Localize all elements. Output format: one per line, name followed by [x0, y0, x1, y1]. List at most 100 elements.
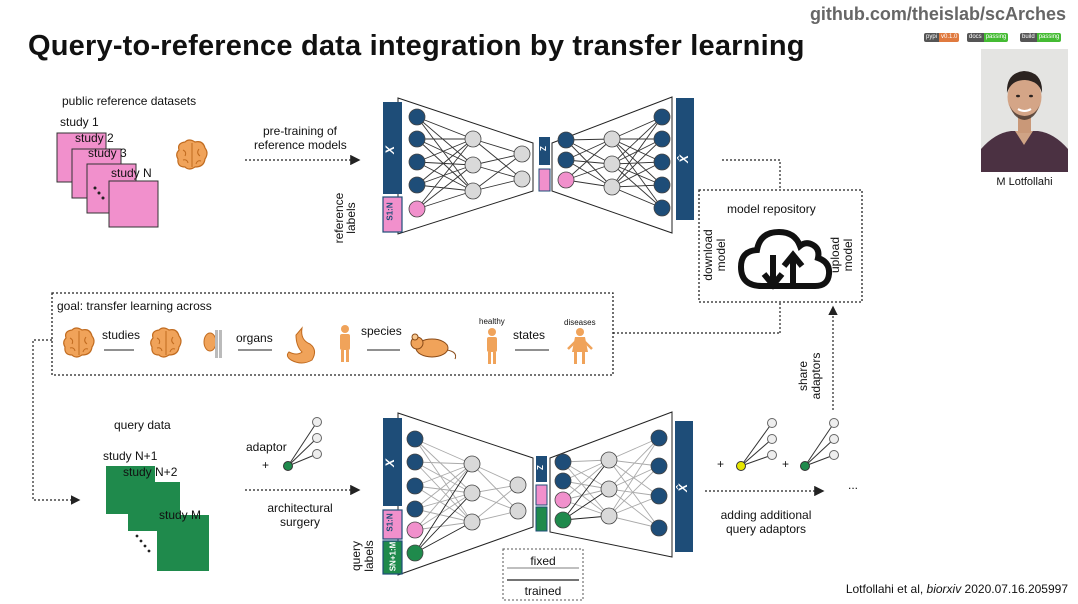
citation: Lotfollahi et al, biorxiv 2020.07.16.205…	[846, 582, 1068, 596]
upload-model-label: upload model	[828, 220, 855, 290]
network-edge	[416, 161, 474, 192]
network-node	[406, 477, 424, 495]
network-edge	[611, 161, 663, 188]
adaptor-yellow-icon	[736, 418, 777, 471]
network-node	[406, 544, 424, 562]
brain-icon	[176, 139, 208, 170]
legend-fixed: fixed	[530, 554, 556, 568]
human-icon	[340, 325, 350, 362]
brain-icon	[63, 327, 95, 358]
network-node	[653, 153, 671, 171]
network-edge	[565, 159, 613, 188]
network-edge	[471, 463, 519, 486]
network-edge	[414, 463, 473, 531]
network-edge	[416, 138, 474, 166]
network-edge	[414, 521, 473, 554]
network-node	[513, 145, 531, 163]
network-edge	[414, 492, 473, 531]
network-edge	[565, 139, 613, 188]
output-to-repo-line	[722, 159, 781, 190]
network-edge	[565, 138, 613, 161]
stomach-icon	[286, 326, 316, 364]
network-edge	[562, 459, 610, 521]
network-edge	[416, 116, 474, 140]
network-edge	[472, 178, 523, 192]
network-edge	[608, 515, 660, 529]
network-node	[408, 130, 426, 148]
network-edge	[416, 164, 474, 186]
s-ref-label: S1:N	[385, 513, 395, 532]
network-node	[554, 491, 572, 509]
goal-heading: goal: transfer learning across	[57, 299, 212, 313]
adding-line: query adaptors	[725, 522, 807, 536]
surgery-line: surgery	[279, 515, 320, 529]
reference-study-stack	[56, 132, 159, 228]
network-node	[464, 182, 482, 200]
legend-box	[502, 548, 584, 601]
network-node	[600, 480, 618, 498]
network-node	[653, 130, 671, 148]
legend-trained: trained	[524, 584, 562, 598]
network-node	[554, 472, 572, 490]
network-node	[650, 487, 668, 505]
network-edge	[414, 461, 473, 523]
badge-value: passing	[983, 33, 1009, 42]
pretraining-label: pre-training of reference models	[254, 124, 347, 152]
network-edge	[608, 437, 660, 461]
network-node	[653, 199, 671, 217]
network-node	[653, 176, 671, 194]
network-edge	[416, 138, 474, 210]
share-adaptors-label: share adaptors	[796, 347, 823, 405]
network-node	[557, 151, 575, 169]
study-label: study 2	[75, 131, 114, 145]
network-node	[650, 457, 668, 475]
diseases-label: diseases	[564, 318, 596, 327]
network-edge	[611, 138, 663, 186]
network-edge	[611, 116, 663, 140]
network-edge	[416, 184, 474, 192]
network-edge	[416, 138, 474, 186]
reference-labels-caption: reference labels	[332, 188, 358, 248]
network-edge	[608, 459, 660, 529]
study-label: study M	[159, 508, 202, 522]
github-link[interactable]: github.com/theislab/scArches	[809, 4, 1066, 24]
network-node	[406, 453, 424, 471]
study-label: study N	[111, 166, 152, 180]
network-node	[406, 430, 424, 448]
network-node	[603, 130, 621, 148]
goal-states: states	[513, 328, 546, 342]
network-node	[600, 451, 618, 469]
network-edge	[414, 508, 473, 523]
network-edge	[565, 138, 613, 181]
network-node	[603, 155, 621, 173]
caption-line: labels	[362, 540, 376, 572]
x-label: X	[383, 458, 398, 468]
surgery-line: architectural	[267, 501, 333, 515]
pretraining-line: pre-training of	[262, 124, 338, 138]
sick-person-icon	[567, 328, 593, 364]
network-edge	[562, 459, 610, 501]
query-heading: query data	[114, 418, 171, 432]
network-node	[408, 200, 426, 218]
network-edge	[414, 438, 473, 494]
s-ref-label: S1:N	[385, 202, 395, 221]
network-edge	[608, 488, 660, 529]
network-edge	[611, 138, 663, 188]
badge-key: pypi	[924, 33, 940, 42]
z-label: Z	[538, 146, 548, 151]
study-label: study N+1	[103, 449, 158, 463]
network-node	[463, 513, 481, 531]
plus-sign: +	[717, 457, 725, 471]
x-label: X	[383, 145, 398, 155]
repository-title: model repository	[727, 202, 816, 216]
goal-species: species	[361, 324, 402, 338]
x-hat-label: X̂	[677, 154, 692, 164]
network-node	[406, 500, 424, 518]
network-node	[463, 484, 481, 502]
share-line: adaptors	[809, 352, 823, 400]
network-node	[650, 429, 668, 447]
